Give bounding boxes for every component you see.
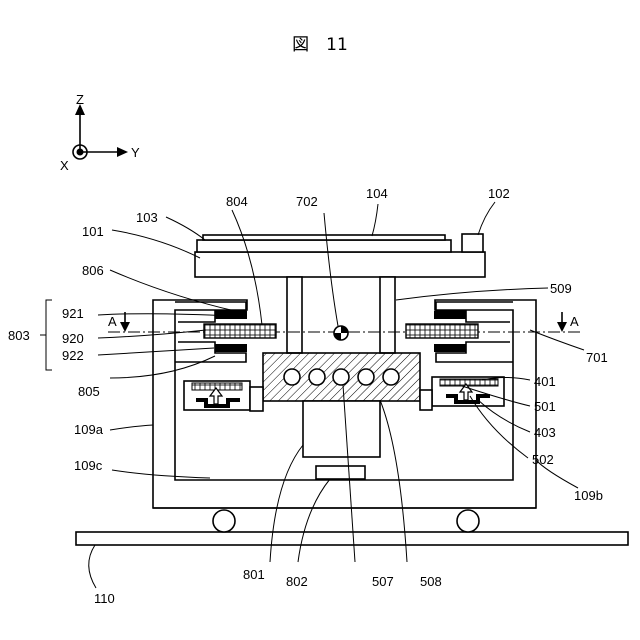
- label-702: 702: [296, 194, 318, 209]
- coordinate-axes: Z Y X: [60, 92, 140, 173]
- substrate-104: [203, 235, 445, 240]
- axis-z-label: Z: [76, 92, 84, 107]
- label-502: 502: [532, 452, 554, 467]
- hole-1: [284, 369, 300, 385]
- axis-y-label: Y: [131, 145, 140, 160]
- rail-110: [76, 532, 628, 545]
- label-109a: 109a: [74, 422, 104, 437]
- label-922: 922: [62, 348, 84, 363]
- sensor-802: [316, 466, 365, 479]
- section-mark-right: A: [570, 314, 579, 329]
- hole-4: [358, 369, 374, 385]
- stage-plate-101: [195, 252, 485, 277]
- coil-right: [406, 324, 478, 338]
- label-109b: 109b: [574, 488, 603, 503]
- label-501: 501: [534, 399, 556, 414]
- mirror-102: [462, 234, 483, 252]
- label-509: 509: [550, 281, 572, 296]
- label-701: 701: [586, 350, 608, 365]
- label-109c: 109c: [74, 458, 103, 473]
- post-right: [380, 277, 395, 353]
- label-103: 103: [136, 210, 158, 225]
- hole-2: [309, 369, 325, 385]
- label-401: 401: [534, 374, 556, 389]
- label-802: 802: [286, 574, 308, 589]
- label-806: 806: [82, 263, 104, 278]
- label-508: 508: [420, 574, 442, 589]
- bracket-803: [46, 300, 52, 370]
- label-403: 403: [534, 425, 556, 440]
- hole-5: [383, 369, 399, 385]
- wheel-right: [457, 510, 479, 532]
- coil-804: [204, 324, 276, 338]
- section-mark-left: A: [108, 314, 117, 329]
- hole-3: [333, 369, 349, 385]
- label-803: 803: [8, 328, 30, 343]
- label-804: 804: [226, 194, 248, 209]
- center-of-gravity-mark: [334, 326, 348, 340]
- axis-x-label: X: [60, 158, 69, 173]
- label-110: 110: [94, 591, 115, 606]
- left-actuator-lower: [184, 381, 263, 411]
- label-507: 507: [372, 574, 394, 589]
- label-805: 805: [78, 384, 100, 399]
- label-801: 801: [243, 567, 265, 582]
- label-101: 101: [82, 224, 104, 239]
- right-actuator-lower: [420, 377, 504, 410]
- label-921: 921: [62, 306, 84, 321]
- label-104: 104: [366, 186, 388, 201]
- column-801: [303, 401, 380, 457]
- substrate-holder-103: [197, 240, 451, 252]
- wheel-left: [213, 510, 235, 532]
- post-left: [287, 277, 302, 353]
- figure-title: 図 11: [292, 35, 348, 55]
- label-920: 920: [62, 331, 84, 346]
- label-102: 102: [488, 186, 510, 201]
